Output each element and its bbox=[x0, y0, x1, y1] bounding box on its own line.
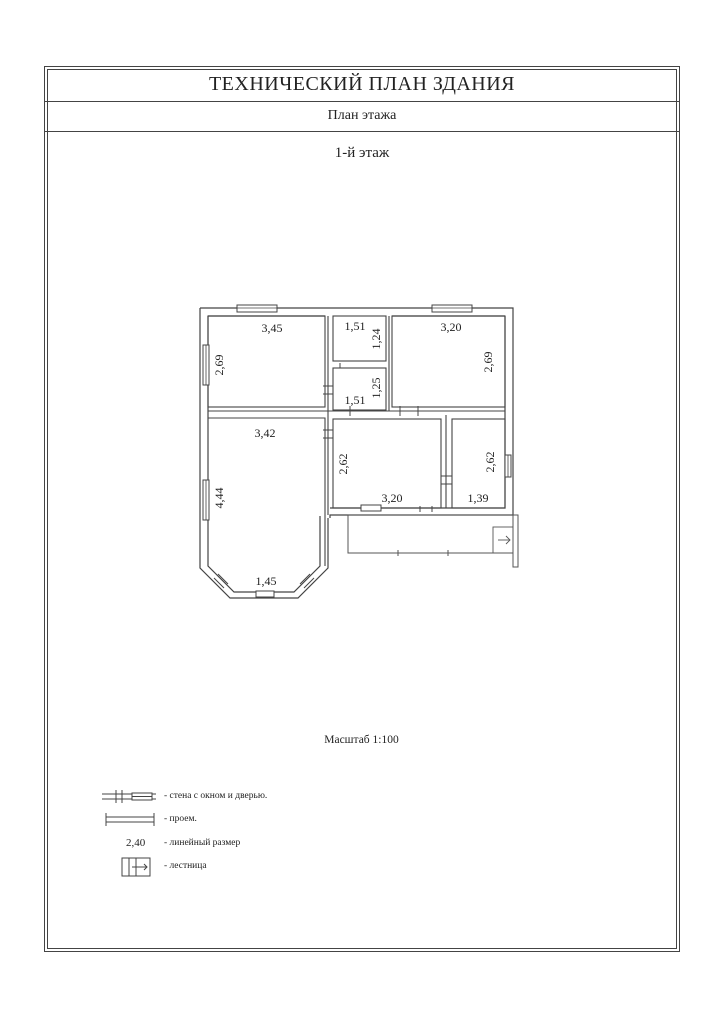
sheet-subtitle: План этажа bbox=[45, 101, 679, 132]
legend-dimension-sample: 2,40 bbox=[126, 837, 146, 849]
window-hall-bottom bbox=[360, 504, 382, 512]
legend-stairs-text: - лестница bbox=[164, 861, 207, 871]
dim-room-east-width: 1,39 bbox=[468, 491, 489, 505]
opening-icon bbox=[105, 813, 155, 826]
interior-walls bbox=[207, 315, 506, 566]
stairs-icon bbox=[121, 857, 151, 877]
wall-window-door-icon bbox=[102, 790, 156, 803]
sheet-title: ТЕХНИЧЕСКИЙ ПЛАН ЗДАНИЯ bbox=[45, 67, 679, 102]
dim-room-sw-width: 3,42 bbox=[255, 426, 276, 440]
room-hall bbox=[332, 418, 442, 509]
dim-small-bottom-height: 1,25 bbox=[369, 378, 383, 399]
dim-room-ne-height: 2,69 bbox=[481, 352, 495, 373]
dim-hall-width: 3,20 bbox=[382, 491, 403, 505]
dim-small-top-height: 1,24 bbox=[369, 329, 383, 350]
legend-wall-window-door-text: - стена с окном и дверью. bbox=[164, 791, 268, 801]
dim-small-top-width: 1,51 bbox=[345, 319, 366, 333]
window-bay-bottom bbox=[255, 590, 275, 598]
dim-room-ne-width: 3,20 bbox=[441, 320, 462, 334]
veranda-posts bbox=[397, 550, 449, 556]
floor-label: 1-й этаж bbox=[334, 145, 390, 161]
stairs bbox=[492, 526, 514, 554]
dim-room-sw-height: 4,44 bbox=[212, 488, 226, 509]
dim-room-nw-height: 2,69 bbox=[212, 355, 226, 376]
sheet-frame: ТЕХНИЧЕСКИЙ ПЛАН ЗДАНИЯ План этажа 1-й э… bbox=[44, 66, 680, 952]
room-ne bbox=[391, 315, 506, 408]
room-small-bottom bbox=[332, 367, 387, 411]
dim-room-nw-width: 3,45 bbox=[262, 321, 283, 335]
window-ticks bbox=[205, 307, 509, 520]
dim-room-east-height: 2,62 bbox=[483, 452, 497, 473]
legend-dimension-text: - линейный размер bbox=[164, 838, 241, 848]
dim-hall-height: 2,62 bbox=[336, 454, 350, 475]
window-ne-top bbox=[431, 304, 473, 313]
sheet-inner-frame bbox=[47, 69, 677, 949]
legend-opening-text: - проем. bbox=[164, 814, 197, 824]
outer-walls bbox=[199, 307, 514, 599]
doors bbox=[323, 363, 452, 512]
window-nw-top bbox=[236, 304, 278, 313]
scale-label: Масштаб 1:100 bbox=[324, 734, 399, 746]
veranda bbox=[347, 514, 519, 568]
bay-windows bbox=[213, 573, 315, 589]
dim-small-bottom-width: 1,51 bbox=[345, 393, 366, 407]
dim-room-sw-bay: 1,45 bbox=[256, 574, 277, 588]
room-sw-outline bbox=[208, 417, 326, 566]
room-small-top bbox=[332, 315, 387, 362]
